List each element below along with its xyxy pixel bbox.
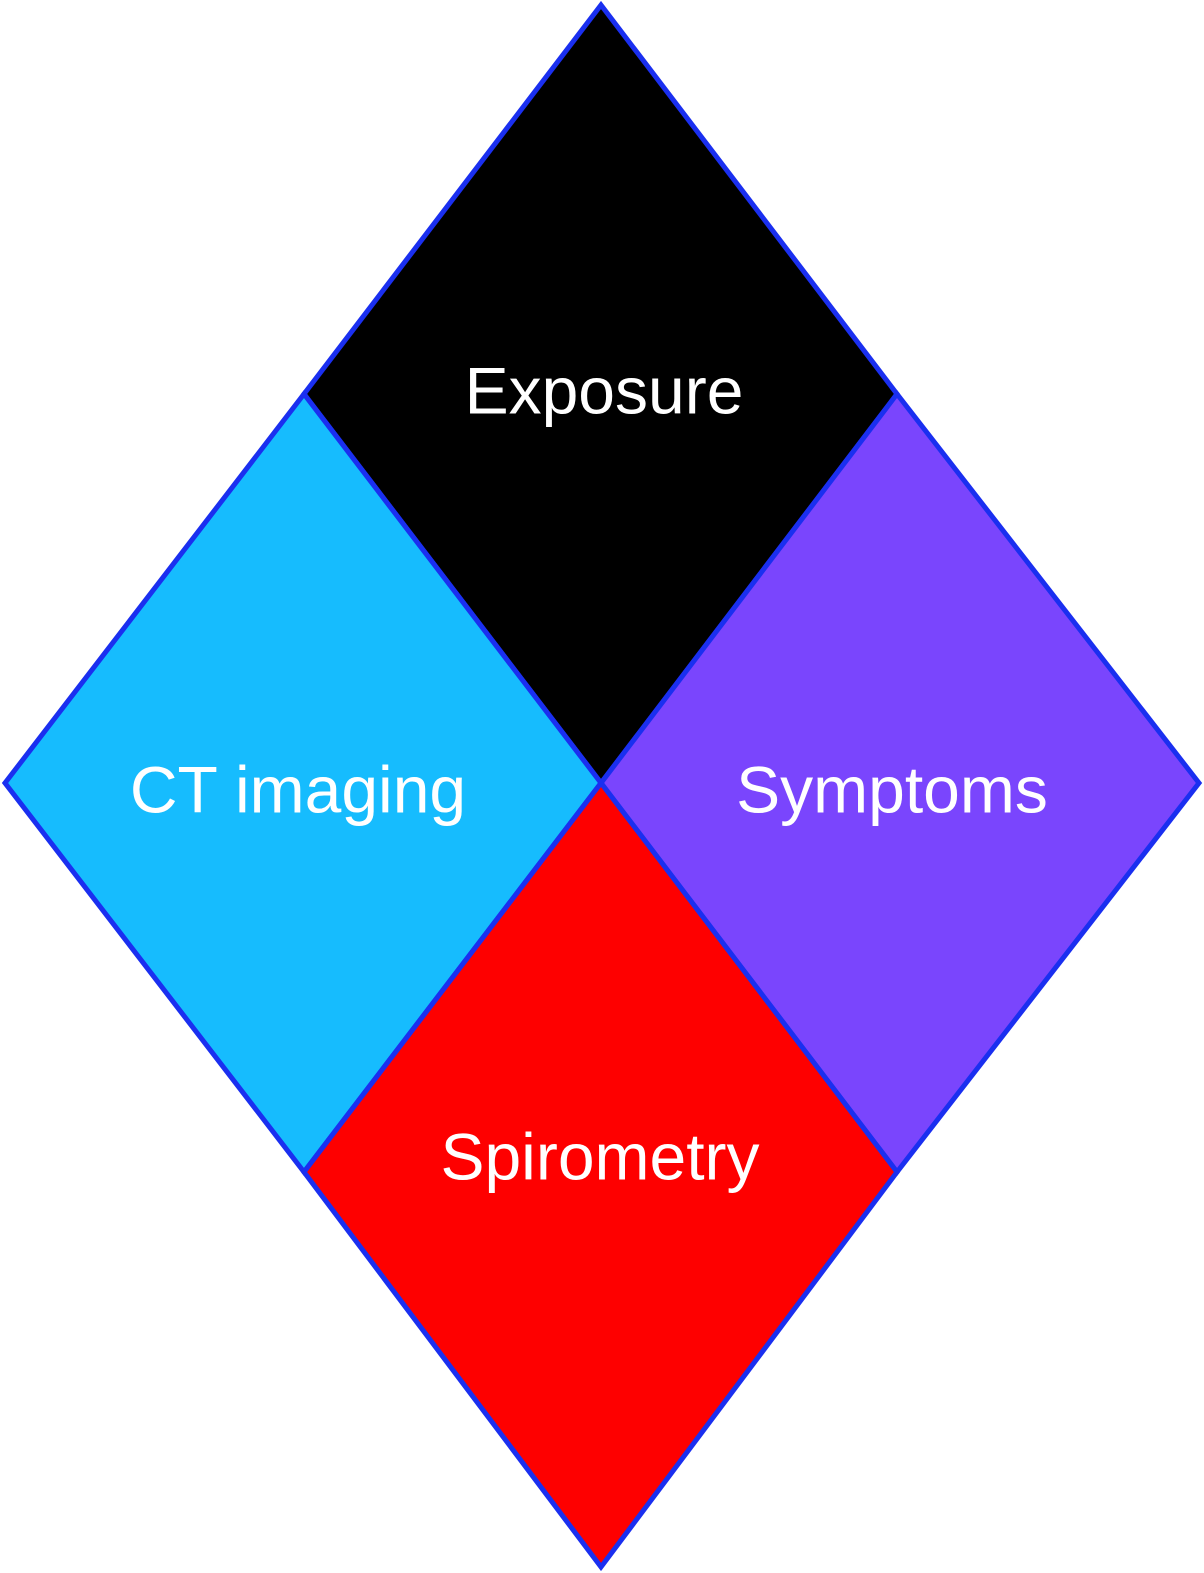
symptoms-label: Symptoms bbox=[736, 752, 1048, 826]
quadrant-spirometry: Spirometry bbox=[300, 778, 901, 1572]
ct-imaging-label: CT imaging bbox=[130, 752, 466, 826]
spirometry-label: Spirometry bbox=[440, 1119, 759, 1193]
exposure-label: Exposure bbox=[465, 353, 744, 427]
spirometry-shape bbox=[300, 778, 901, 1572]
